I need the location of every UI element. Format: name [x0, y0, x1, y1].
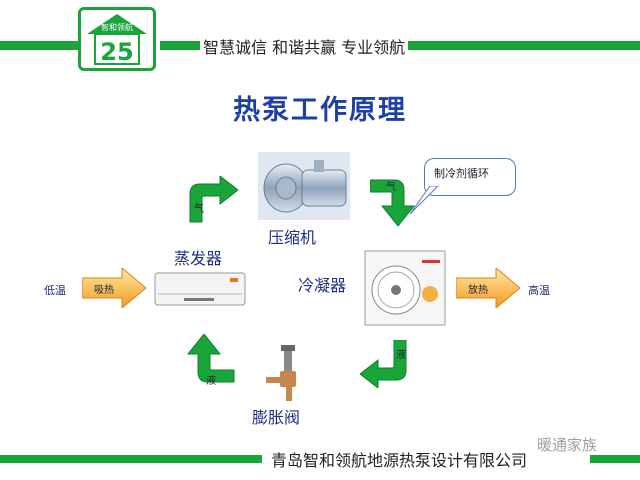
compressor-label: 压缩机: [268, 228, 317, 247]
refrigerant-callout: [424, 158, 516, 196]
evaporator-image: [154, 272, 246, 306]
header-band-right: [400, 41, 640, 50]
footer-band-left: [0, 455, 262, 463]
header-slogan: 智慧诚信 和谐共赢 专业领航: [200, 34, 409, 58]
logo-mark: 25: [100, 38, 133, 66]
flow-arrow-bottom-right: [360, 340, 407, 388]
condenser-image: [364, 250, 446, 326]
watermark-text: 暖通家族: [537, 436, 598, 454]
absorb-heat-arrow: [82, 268, 147, 308]
gas-label-left: 气: [194, 204, 204, 215]
condenser-label: 冷凝器: [298, 276, 347, 295]
expansion-valve-image: [266, 345, 296, 401]
callout-tail: [409, 186, 438, 215]
header-band-middle: [160, 41, 200, 50]
flow-arrow-bottom-left: [186, 334, 235, 383]
company-logo: 智和领航 25: [78, 7, 156, 71]
release-heat-arrow: [456, 268, 521, 308]
gas-label-right: 气: [386, 182, 396, 193]
compressor-image: [258, 152, 350, 220]
logo-house-icon: 智和领航 25: [87, 14, 147, 66]
low-temp-label: 低温: [44, 284, 66, 297]
flow-arrow-top-left: [189, 176, 238, 223]
logo-text: 智和领航: [101, 22, 133, 32]
evaporator-label: 蒸发器: [174, 249, 223, 268]
release-heat-label: 放热: [468, 285, 488, 296]
footer-band-right: [590, 455, 640, 463]
absorb-heat-label: 吸热: [94, 285, 114, 296]
high-temp-label: 高温: [528, 284, 550, 297]
page-title: 热泵工作原理: [233, 95, 407, 126]
liquid-label-right: 液: [396, 350, 406, 361]
refrigerant-callout-text: 制冷剂循环: [434, 167, 489, 180]
liquid-label-left: 液: [206, 376, 216, 387]
header-band-left: [0, 41, 92, 50]
expansion-valve-label: 膨胀阀: [252, 408, 301, 427]
flow-arrow-top-right: [370, 179, 416, 227]
footer-company: 青岛智和领航地源热泵设计有限公司: [268, 447, 531, 471]
